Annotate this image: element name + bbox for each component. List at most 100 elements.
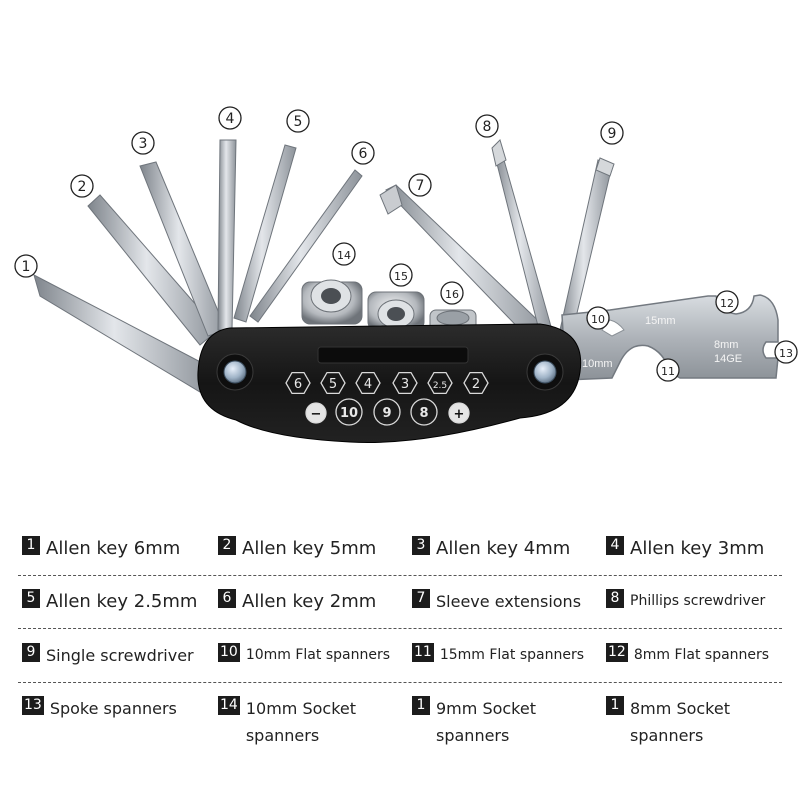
legend-label: 9mm Socket spanners	[436, 699, 536, 745]
legend-label: Allen key 5mm	[242, 538, 377, 559]
callout-1: 1	[14, 254, 38, 278]
legend-item-12: 12 8mm Flat spanners	[606, 642, 786, 669]
svg-text:9: 9	[382, 406, 391, 421]
circle-label-8: 8	[410, 398, 438, 426]
circle-label-minus: −	[305, 402, 327, 424]
svg-text:6: 6	[294, 377, 302, 392]
flat-screwdriver	[559, 157, 615, 335]
svg-text:5: 5	[329, 377, 337, 392]
svg-text:1: 1	[22, 259, 31, 275]
plate-label-10mm: 10mm	[582, 358, 613, 370]
legend-badge: 8	[606, 589, 624, 608]
callout-8: 8	[475, 114, 499, 138]
tool-body: 6 5 4 3 2.5 2 −10 9 8 +	[197, 323, 582, 443]
legend-badge: 10	[218, 643, 240, 662]
circle-label-plus: +	[448, 402, 470, 424]
legend-item-5: 5 Allen key 2.5mm	[22, 588, 212, 615]
svg-text:16: 16	[445, 288, 459, 301]
legend-item-1: 1 8mm Socket spanners	[606, 695, 786, 749]
svg-text:11: 11	[661, 365, 675, 378]
socket-10mm	[301, 279, 363, 325]
socket-9mm	[367, 291, 425, 331]
legend-badge: 13	[22, 696, 44, 715]
svg-text:6: 6	[359, 146, 368, 162]
svg-text:4: 4	[226, 111, 235, 127]
svg-text:2: 2	[472, 377, 480, 392]
legend-label: 8mm Socket spanners	[630, 699, 730, 745]
body-circle-labels: −10 9 8 +	[305, 398, 470, 426]
legend-label: Phillips screwdriver	[630, 593, 766, 609]
svg-text:5: 5	[294, 114, 303, 130]
circle-label-10: 10	[335, 398, 363, 426]
callout-14: 14	[332, 242, 356, 266]
legend-badge: 5	[22, 589, 40, 608]
plate-label-15mm: 15mm	[645, 315, 676, 327]
allen-key-3mm	[217, 139, 237, 331]
callout-12: 12	[715, 290, 739, 314]
plate-label-14ge: 14GE	[714, 353, 742, 365]
legend-badge: 1	[22, 536, 40, 555]
legend-badge: 3	[412, 536, 430, 555]
legend-item-9: 9 Single screwdriver	[22, 642, 212, 669]
callout-13: 13	[774, 340, 798, 364]
legend-divider	[18, 628, 782, 629]
legend-badge: 1	[412, 696, 430, 715]
legend-item-2: 2 Allen key 5mm	[218, 535, 408, 562]
svg-text:2: 2	[78, 179, 87, 195]
legend-divider	[18, 575, 782, 576]
legend-badge: 4	[606, 536, 624, 555]
legend-item-7: 7 Sleeve extensions	[412, 588, 602, 615]
svg-text:12: 12	[720, 297, 734, 310]
hex-label-2: 2	[463, 371, 489, 395]
callout-9: 9	[600, 121, 624, 145]
svg-text:9: 9	[608, 126, 617, 142]
legend-label: Allen key 2.5mm	[46, 591, 198, 612]
hex-label-6: 6	[285, 371, 311, 395]
legend-badge: 7	[412, 589, 430, 608]
svg-text:13: 13	[779, 347, 793, 360]
legend-item-10: 10 10mm Flat spanners	[218, 642, 408, 669]
svg-text:10: 10	[591, 313, 605, 326]
svg-text:15: 15	[394, 270, 408, 283]
legend-badge: 11	[412, 643, 434, 662]
svg-text:+: +	[454, 407, 465, 422]
callout-2: 2	[70, 174, 94, 198]
spanner-plate: 15mm 10mm 8mm 14GE	[561, 294, 779, 381]
svg-text:14: 14	[337, 249, 351, 262]
legend-label: Allen key 4mm	[436, 538, 571, 559]
svg-text:−: −	[311, 407, 322, 422]
callout-7: 7	[408, 173, 432, 197]
legend-badge: 6	[218, 589, 236, 608]
body-hex-labels: 6 5 4 3 2.5 2	[285, 371, 489, 395]
legend-label: 10mm Flat spanners	[245, 647, 390, 663]
legend-item-8: 8 Phillips screwdriver	[606, 588, 786, 615]
svg-text:8: 8	[419, 406, 428, 421]
legend-badge: 9	[22, 643, 40, 662]
legend-badge: 2	[218, 536, 236, 555]
legend-label: Allen key 3mm	[630, 538, 765, 559]
callout-11: 11	[656, 358, 680, 382]
svg-text:3: 3	[401, 377, 409, 392]
callout-5: 5	[286, 109, 310, 133]
legend-item-1: 1 9mm Socket spanners	[412, 695, 602, 749]
legend-label: 10mm Socket spanners	[245, 699, 356, 745]
svg-text:4: 4	[364, 377, 372, 392]
svg-text:7: 7	[416, 178, 425, 194]
svg-text:2.5: 2.5	[433, 381, 447, 391]
hex-label-3: 3	[392, 371, 418, 395]
legend-label: 8mm Flat spanners	[633, 647, 770, 663]
sleeve-extension	[379, 184, 549, 341]
legend-badge: 1	[606, 696, 624, 715]
legend-label: Single screwdriver	[46, 646, 194, 665]
legend-badge: 12	[606, 643, 628, 662]
legend-label: Sleeve extensions	[436, 592, 582, 611]
callout-4: 4	[218, 106, 242, 130]
legend-item-3: 3 Allen key 4mm	[412, 535, 602, 562]
